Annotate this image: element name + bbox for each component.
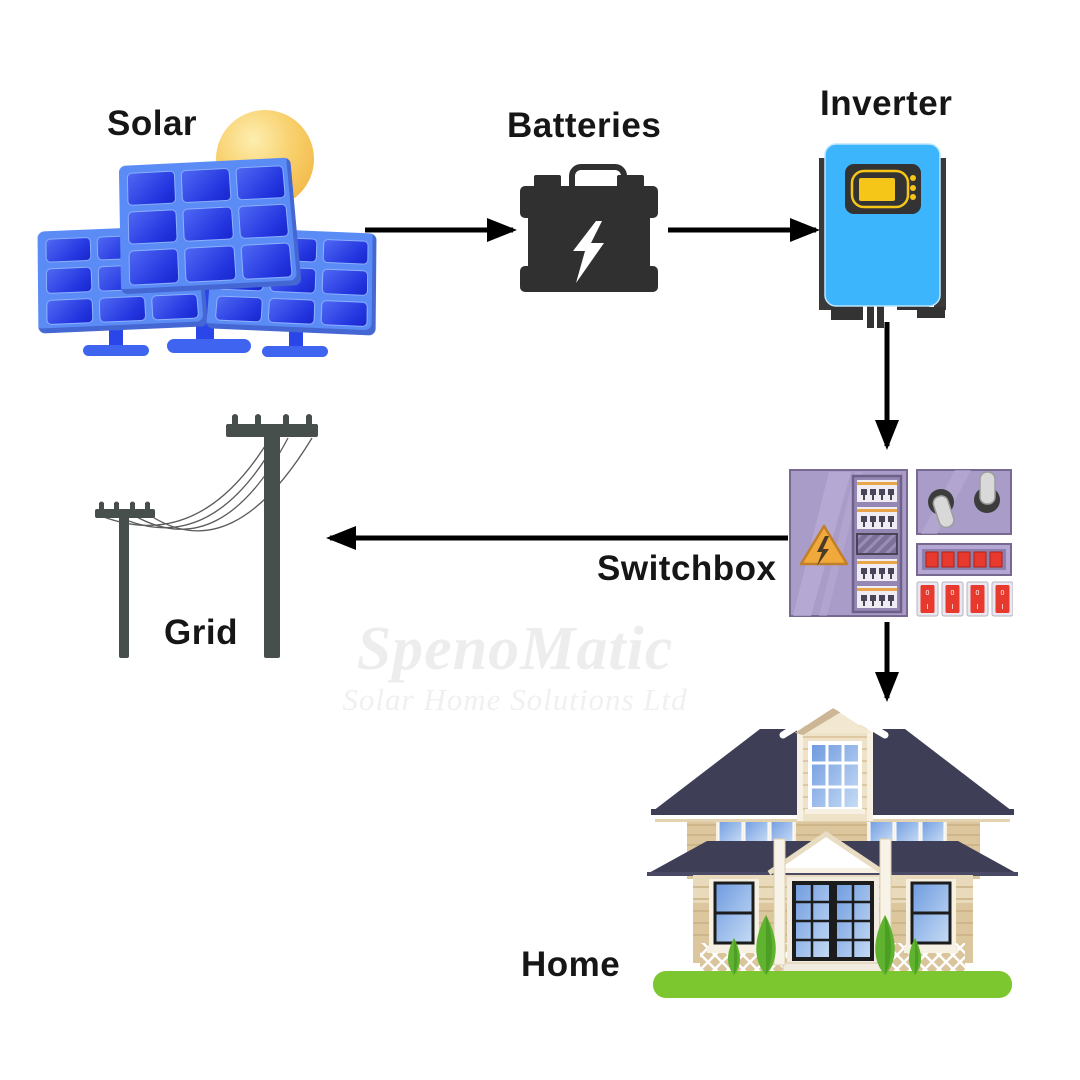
utility-pole-tall [226,414,318,658]
inverter-icon [819,143,946,328]
switchbox-label: Switchbox [597,549,777,588]
svg-text:I: I [1002,604,1004,611]
utility-pole-short [95,501,155,658]
solar-panels-icon [0,0,400,380]
right-window [904,879,958,953]
batteries-label: Batteries [507,106,662,145]
svg-text:0: 0 [951,590,955,597]
grass [653,971,1012,998]
svg-text:I: I [927,604,929,611]
front-door [781,877,885,977]
svg-text:0: 0 [926,590,930,597]
breaker-cabinet [789,469,908,617]
porch-column [773,838,786,966]
bushes [728,915,921,975]
rocker-switches: 0 I 0 I 0 I 0 I [916,581,1013,617]
grid-label: Grid [164,613,238,652]
dormer [779,703,889,821]
home-label: Home [521,945,621,984]
porch-roof [647,830,1018,876]
svg-text:I: I [977,604,979,611]
svg-text:0: 0 [1001,590,1005,597]
svg-text:I: I [952,604,954,611]
lightning-bolt-icon [573,221,604,283]
battery-icon [520,164,658,292]
inverter-label: Inverter [820,84,953,123]
switchbox-icon: 0 I 0 I 0 I 0 I [789,469,1013,617]
solar-label: Solar [107,104,198,143]
grid-poles-icon [95,414,318,658]
red-switch-strip [916,543,1012,576]
house-icon [647,703,1018,998]
lever-switch-panel [916,469,1012,535]
breaker-rows [856,480,898,608]
svg-text:0: 0 [976,590,980,597]
